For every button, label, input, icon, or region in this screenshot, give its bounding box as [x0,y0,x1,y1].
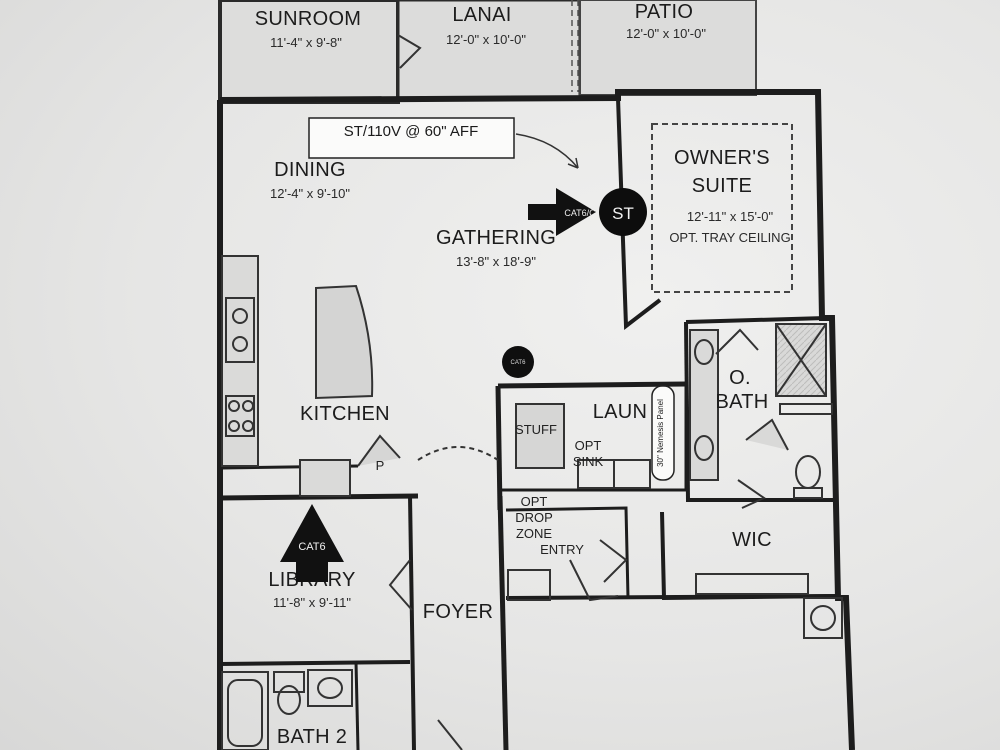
kitchen-fixtures [221,255,499,497]
lanai-area [396,0,582,100]
panel-note-box [651,385,675,481]
wic-label: WIC [732,529,772,551]
sunroom-label: SUNROOM [255,8,362,30]
cat6c-label: CAT6/C [564,208,596,218]
patio-dimensions: 12'-0" x 10'-0" [626,26,706,41]
st-note-pointer [515,133,579,169]
st-thermostat-icon [599,188,647,236]
cat6c-arrow-icon [528,188,596,236]
drop-zone-label-line2: DROP [515,510,553,525]
foyer-label: FOYER [423,601,493,623]
owners-suite-label-line1: OWNER'S [674,147,770,169]
outdoor-rooms [218,0,757,104]
st-circle-label: ST [612,204,634,223]
laundry-label: LAUN [593,401,648,423]
lanai-dimensions: 12'-0" x 10'-0" [446,32,526,47]
drop-zone-label-line1: OPT [521,494,548,509]
owners-bath-label-line2: BATH [715,391,768,413]
library-dimensions: 11'-8" x 9'-11" [273,595,351,610]
drop-zone-label-line3: ZONE [516,526,552,541]
owners-suite-dimensions: 12'-11" x 15'-0" [687,209,774,224]
tray-ceiling-outline [651,123,793,293]
outer-walls [217,89,855,750]
opt-sink-label-line1: OPT [575,438,602,453]
owners-suite-label-line2: SUITE [692,175,752,197]
dining-label: DINING [274,159,346,181]
patio-label: PATIO [635,1,694,23]
entry-label: ENTRY [540,542,584,557]
cat6-arrow-label: CAT6 [298,541,325,553]
cat6-outlet-icon [502,346,534,378]
cat6-arrow-icon [280,504,344,582]
lanai-label: LANAI [452,4,511,26]
panel-note-text: 30" Nemesis Panel [656,399,665,467]
st-note-text: ST/110V @ 60" AFF [344,123,479,140]
bath2-label: BATH 2 [277,726,347,748]
owners-bath-label-line1: O. [729,367,751,389]
owners-suite-note: OPT. TRAY CEILING [669,230,790,245]
sunroom-area [218,0,400,104]
sunroom-dimensions: 11'-4" x 9'-8" [270,35,342,50]
opt-sink-label-line2: SINK [573,454,604,469]
cat6-outlet-label: CAT6 [511,360,527,366]
patio-area [579,0,757,96]
kitchen-label: KITCHEN [300,403,390,425]
dining-dimensions: 12'-4" x 9'-10" [270,186,350,201]
kitchen-island [315,284,374,400]
bath2-fixtures [221,669,353,750]
annotations: ST/110V @ 60" AFF CAT6/C ST CAT6 CAT6 30… [280,117,675,582]
lanai-door [397,34,422,69]
bath-fixtures [388,323,843,750]
gathering-dimensions: 13'-8" x 18'-9" [456,254,536,269]
room-labels: SUNROOM 11'-4" x 9'-8" LANAI 12'-0" x 10… [255,1,791,748]
gathering-label: GATHERING [436,227,556,249]
st-note-box [308,117,515,159]
pantry-label: P [376,458,385,473]
stuff-label: STUFF [515,422,557,437]
